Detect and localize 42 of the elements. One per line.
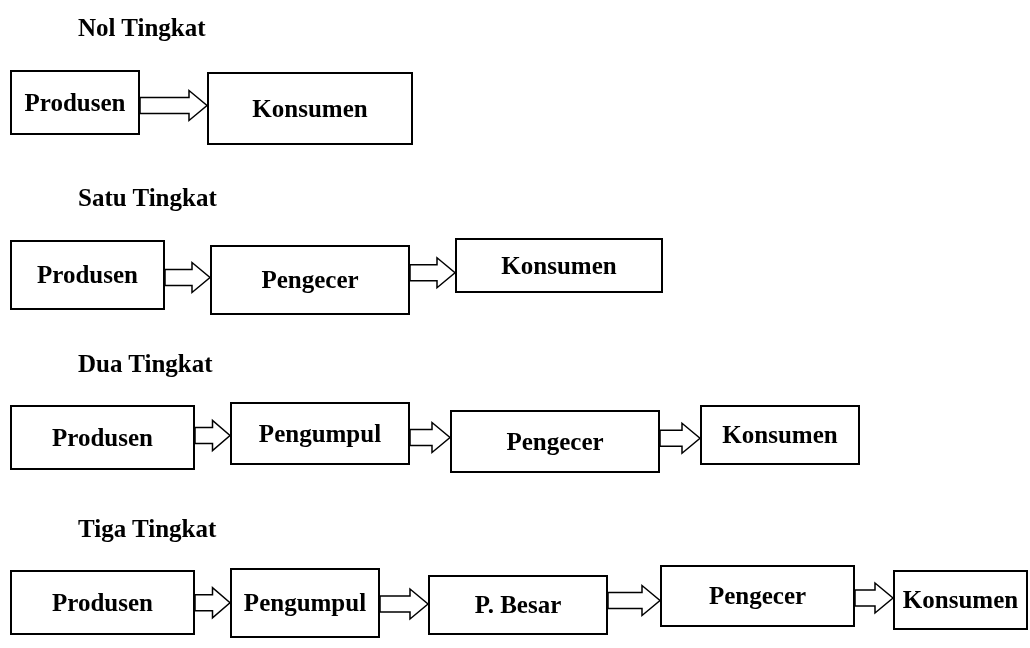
box-label: Konsumen [501, 251, 617, 280]
box-label: Konsumen [902, 586, 1019, 614]
box-label: Pengecer [708, 582, 807, 610]
box-label: Pengecer [506, 427, 604, 456]
process-box [207, 72, 413, 145]
section-title: Nol Tingkat [78, 14, 206, 42]
section-title: Satu Tingkat [78, 184, 217, 212]
process-box [210, 245, 410, 315]
box-label: P. Besar [474, 591, 562, 619]
block-arrow [607, 583, 662, 618]
block-arrow [409, 256, 457, 290]
box-label: Konsumen [722, 421, 838, 449]
process-box [10, 70, 140, 135]
section-title: Tiga Tingkat [78, 515, 217, 543]
block-arrow [194, 586, 232, 620]
box-label: Produsen [37, 261, 138, 289]
box-label: Produsen [52, 423, 153, 452]
process-box [10, 570, 195, 635]
process-box [428, 575, 608, 635]
process-box [230, 402, 410, 465]
block-arrow [194, 418, 232, 453]
block-arrow [139, 88, 209, 123]
box-label: Produsen [24, 88, 126, 117]
process-box [660, 565, 855, 627]
process-box [10, 405, 195, 470]
box-label: Pengumpul [258, 419, 382, 448]
box-label: Pengecer [261, 266, 359, 294]
process-box [10, 240, 165, 310]
section-title: Dua Tingkat [78, 350, 213, 378]
process-box [893, 570, 1028, 630]
box-label: Pengumpul [243, 589, 367, 617]
block-arrow [659, 421, 702, 455]
block-arrow [854, 581, 895, 615]
box-label: Konsumen [252, 94, 368, 123]
block-arrow [379, 587, 430, 621]
process-box [230, 568, 380, 638]
block-arrow [409, 420, 452, 455]
block-arrow [164, 260, 212, 295]
process-box [450, 410, 660, 473]
process-box [700, 405, 860, 465]
box-label: Produsen [52, 588, 153, 617]
process-box [455, 238, 663, 293]
